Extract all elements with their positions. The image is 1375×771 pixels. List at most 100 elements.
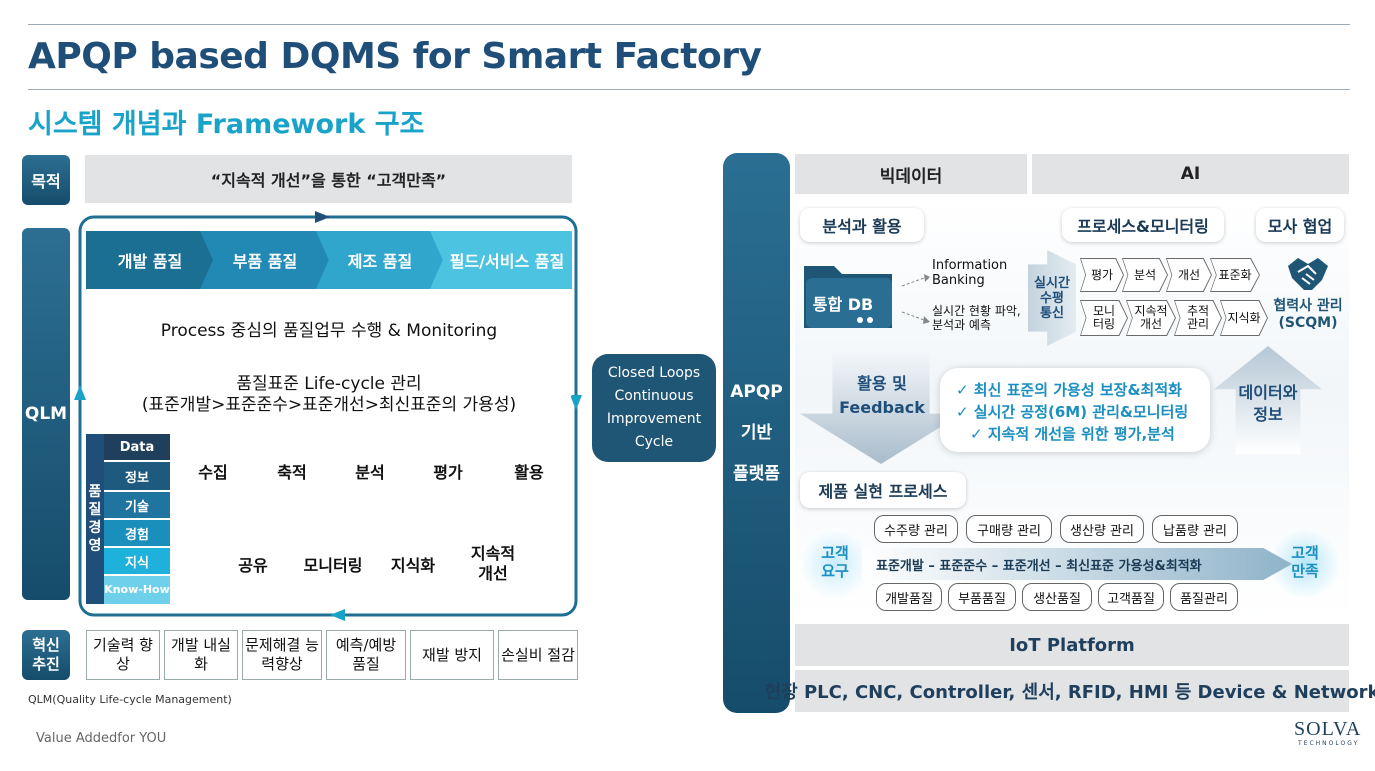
qlm-label: QLM [22, 228, 70, 600]
stack-data: Data [104, 434, 170, 460]
process-flow-text: 표준개발 – 표준준수 – 표준개선 – 최신표준 가용성&최적화 [876, 559, 1202, 574]
feedback-line: Feedback [839, 398, 925, 417]
check-item: ✓ 지속적 개선을 위한 평가,분석 [970, 425, 1175, 443]
pm-improve: 개선 [1167, 259, 1211, 291]
closed-loop-line: Closed Loops [607, 365, 701, 381]
pm-knowledge: 지식화 [1221, 301, 1267, 335]
standard-band-line2: (표준개발>표준준수>표준개선>최신표준의 가용성) [141, 395, 517, 415]
quality-mgmt: 품질관리 [1170, 583, 1238, 611]
apqp-platform-bar: APQP 기반 플랫폼 [723, 153, 790, 713]
check-item: ✓ 실시간 공정(6M) 관리&모니터링 [956, 403, 1189, 421]
innovation-item: 재발 방지 [410, 630, 494, 680]
partner-mgmt: 협력사 관리 (SCQM) [1262, 298, 1354, 332]
product-process-pill: 제품 실현 프로세스 [800, 472, 966, 508]
pm-tracking: 추적 관리 [1175, 301, 1221, 335]
company-logo: SOLVA [1294, 718, 1362, 740]
comm-line: 통신 [1040, 305, 1064, 321]
data-info-line: 데이터와 [1238, 383, 1298, 402]
dotted-arrows-icon [901, 274, 930, 324]
check-item: ✓ 최신 표준의 가용성 보장&최적화 [956, 381, 1182, 399]
customer-quality: 고객품질 [1098, 583, 1164, 611]
customer-sat: 고객 만족 [1276, 544, 1334, 580]
chevron-field-quality: 필드/서비스 품질 [430, 231, 572, 289]
device-network: 현장 PLC, CNC, Controller, 센서, RFID, HMI 등… [765, 670, 1375, 712]
feedback-line: 활용 및 [857, 374, 907, 393]
dev-quality: 개발품질 [876, 583, 942, 611]
process-monitoring-pill: 프로세스&모니터링 [1062, 208, 1224, 242]
realtime-comm-arrow: 실시간 수평 통신 [1028, 250, 1076, 346]
innovation-item: 예측/예방 품질 [326, 630, 406, 680]
pm-analyze: 분석 [1123, 259, 1167, 291]
data-info-label: 데이터와 정보 [1222, 382, 1314, 426]
production-quality: 생산품질 [1022, 583, 1092, 611]
innovation-item: 기술력 향상 [86, 630, 160, 680]
chevron-dev-quality: 개발 품질 [86, 231, 214, 289]
loop-arrow-up-icon [74, 385, 86, 400]
vlabel-char: 품 [88, 484, 102, 500]
company-logo-sub: TECHNOLOGY [1298, 740, 1360, 747]
vlabel-char: 경 [88, 520, 102, 536]
stack-knowledge: 지식 [104, 548, 170, 574]
apqp-line: APQP [730, 381, 783, 402]
process-band: Process 중심의 품질업무 수행 & Monitoring [86, 300, 572, 356]
realtime-status: 실시간 현황 파악, 분석과 예측 [932, 304, 1021, 332]
loop-arrow-right-icon [315, 211, 330, 223]
closed-loop-box: Closed Loops Continuous Improvement Cycl… [592, 354, 716, 462]
customer-req-line: 고객 [821, 544, 849, 562]
process-flow-arrow [862, 548, 1292, 580]
stack-info: 정보 [104, 462, 170, 490]
loop-arrow-down-icon [570, 395, 582, 410]
checks-box [940, 368, 1210, 452]
db-label: 통합 DB [812, 295, 874, 314]
stack-experience: 경험 [104, 520, 170, 546]
innovation-label: 혁신 추진 [22, 630, 70, 680]
customer-sat-line: 만족 [1291, 562, 1319, 580]
innovation-item: 손실비 절감 [498, 630, 578, 680]
closed-loop-line: Improvement [606, 411, 702, 427]
loop-frame [74, 211, 582, 621]
purpose-text: “지속적 개선”을 통한 “고객만족” [85, 155, 572, 203]
stack-knowhow: Know-How [104, 576, 170, 604]
partner-line: (SCQM) [1278, 315, 1338, 331]
production-mgmt: 생산량 관리 [1060, 515, 1144, 543]
vlabel-char: 영 [88, 538, 102, 554]
pm-standardize: 표준화 [1211, 259, 1259, 291]
page-title: APQP based DQMS for Smart Factory [28, 36, 762, 77]
comm-line: 실시간 [1034, 275, 1070, 291]
step-evaluate: 평가 [408, 433, 488, 509]
apqp-line: 플랫폼 [733, 463, 780, 484]
step-accumulate: 축적 [252, 433, 332, 509]
customer-sat-line: 고객 [1291, 544, 1319, 562]
customer-req: 고객 요구 [806, 544, 864, 580]
order-mgmt: 수주량 관리 [874, 515, 958, 543]
footer-slogan: Value Addedfor YOU [36, 731, 167, 746]
pm-continuous: 지속적 개선 [1127, 301, 1175, 335]
database-folder-icon [804, 266, 892, 328]
customer-req-glow [800, 528, 870, 598]
innovation-item: 개발 내실화 [164, 630, 238, 680]
part-quality: 부품품질 [948, 583, 1016, 611]
bigdata-header: 빅데이터 [795, 154, 1027, 194]
knowledge-stack: Data 정보 기술 경험 지식 Know-How [104, 434, 170, 604]
purpose-label: 목적 [22, 155, 70, 205]
top-rule [28, 24, 1350, 25]
innovation-item: 문제해결 능력향상 [242, 630, 322, 680]
standard-band: 품질표준 Life-cycle 관리 (표준개발>표준준수>표준개선>최신표준의… [86, 367, 572, 423]
qlm-note: QLM(Quality Life-cycle Management) [28, 693, 232, 706]
vlabel-char: 질 [88, 502, 102, 518]
customer-req-line: 요구 [821, 562, 849, 580]
standard-band-line1: 품질표준 Life-cycle 관리 [236, 374, 422, 394]
info-banking: Information Banking [932, 258, 1008, 288]
chevron-mfg-quality: 제조 품질 [316, 231, 444, 289]
apqp-line: 기반 [740, 422, 773, 443]
chevron-part-quality: 부품 품질 [200, 231, 330, 289]
stack-tech: 기술 [104, 492, 170, 518]
page-subtitle: 시스템 개념과 Framework 구조 [28, 109, 425, 140]
ai-header: AI [1032, 154, 1349, 194]
feedback-label: 활용 및 Feedback [826, 372, 938, 420]
closed-loop-line: Cycle [634, 434, 674, 450]
quality-mgmt-vertical-label: 품 질 경 영 [86, 434, 104, 604]
closed-loop-line: Continuous [614, 388, 694, 404]
handshake-icon [1288, 258, 1328, 290]
collab-pill: 모사 협업 [1256, 208, 1344, 242]
